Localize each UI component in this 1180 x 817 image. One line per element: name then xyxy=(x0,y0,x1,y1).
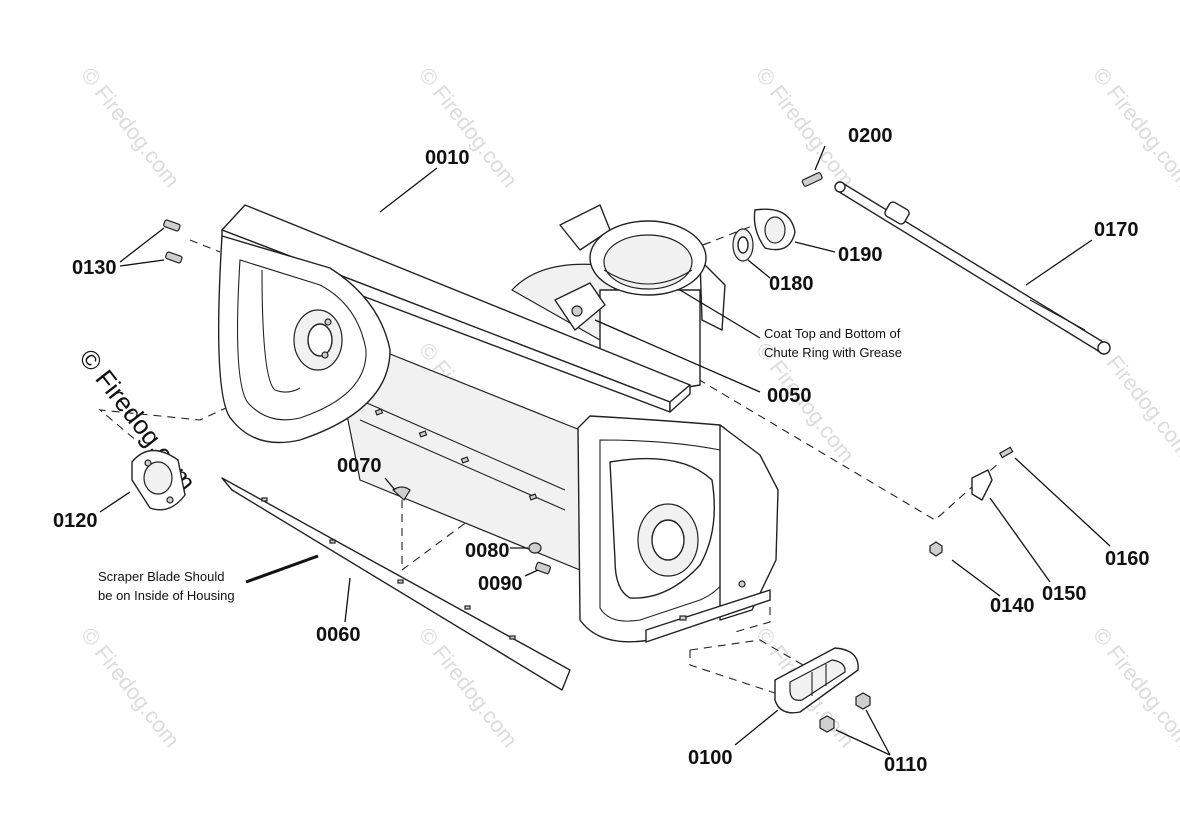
callout-0010: 0010 xyxy=(425,147,470,169)
bolt-0160 xyxy=(998,446,1014,459)
chute-side-bracket xyxy=(699,259,726,331)
right-plate-edge xyxy=(719,424,779,621)
grease-note-line2: Chute Ring with Grease xyxy=(764,345,902,360)
scraper-note-line2: be on Inside of Housing xyxy=(98,588,235,603)
callout-0070: 0070 xyxy=(337,455,382,477)
callout-0140: 0140 xyxy=(990,595,1035,617)
scraper-blade xyxy=(221,477,571,691)
watermark: © Firedog.com xyxy=(76,623,185,752)
callout-0160: 0160 xyxy=(1105,548,1150,570)
clip-0150 xyxy=(971,469,993,501)
callout-0080: 0080 xyxy=(465,540,510,562)
callout-0060: 0060 xyxy=(316,624,361,646)
skid-mount xyxy=(645,589,771,643)
callout-0200: 0200 xyxy=(848,125,893,147)
callout-0090: 0090 xyxy=(478,573,523,595)
bearing-flange-left xyxy=(131,449,186,511)
grease-note-line1: Coat Top and Bottom of xyxy=(764,326,901,341)
chute-ring-inner xyxy=(603,234,693,290)
callout-0170: 0170 xyxy=(1094,219,1139,241)
callout-0120: 0120 xyxy=(53,510,98,532)
callout-0130: 0130 xyxy=(72,257,117,279)
callout-0100: 0100 xyxy=(688,747,733,769)
callout-0190: 0190 xyxy=(838,244,883,266)
leader-lines xyxy=(99,145,1111,756)
auger-housing xyxy=(217,204,779,643)
carriage-bolt xyxy=(392,486,411,501)
flat-nut xyxy=(528,542,542,554)
flange-0190 xyxy=(753,208,796,251)
watermark: © Firedog.com xyxy=(1088,623,1180,752)
screw xyxy=(535,561,551,575)
callout-0110: 0110 xyxy=(884,754,927,776)
watermark: © Firedog.com xyxy=(751,63,860,192)
scraper-holes xyxy=(261,497,516,640)
hex-nut xyxy=(819,715,835,733)
hex-nut xyxy=(855,692,871,710)
callout-0050: 0050 xyxy=(767,385,812,407)
watermark: © Firedog.com xyxy=(76,63,185,192)
bolt-0200 xyxy=(801,172,823,187)
bearing-0180 xyxy=(732,228,754,262)
skid-shoe xyxy=(774,647,859,714)
callout-0150: 0150 xyxy=(1042,583,1087,605)
auger-shaft xyxy=(834,181,1111,355)
chute-bolt xyxy=(571,305,583,317)
nut-0140 xyxy=(929,541,943,557)
callouts: 0010 0200 0170 0190 0180 0130 0050 0070 … xyxy=(53,125,1150,776)
callout-0180: 0180 xyxy=(769,273,814,295)
watermark: © Firedog.com xyxy=(1088,63,1180,192)
notes: Coat Top and Bottom of Chute Ring with G… xyxy=(98,326,902,603)
scraper-note-line1: Scraper Blade Should xyxy=(98,569,224,584)
bolts-0130 xyxy=(163,219,183,264)
